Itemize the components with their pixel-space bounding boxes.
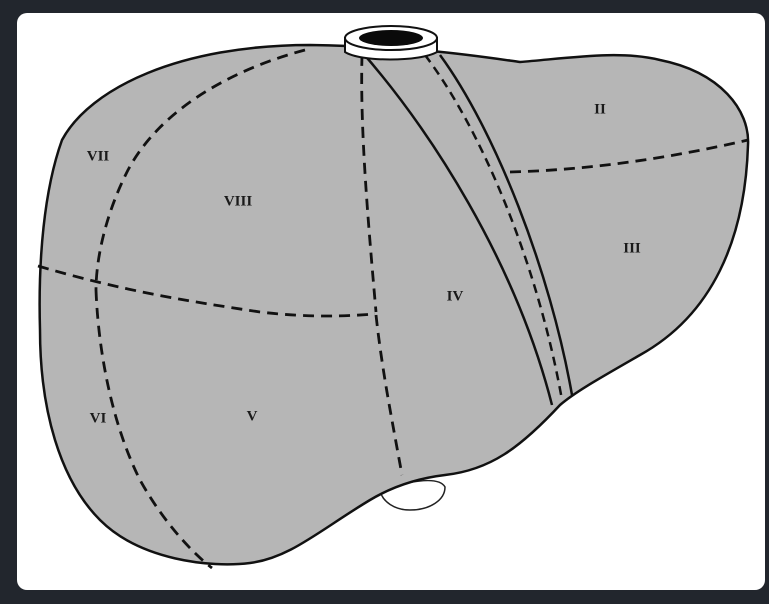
diagram-card: II III IV V VI VII VIII xyxy=(17,13,765,590)
segment-label-v: V xyxy=(247,408,258,424)
segment-label-iv: IV xyxy=(447,288,464,304)
segment-label-iii: III xyxy=(623,240,641,256)
segment-label-vii: VII xyxy=(87,148,110,164)
ivc-lumen xyxy=(359,30,423,46)
ivc-top xyxy=(345,26,437,60)
segment-label-ii: II xyxy=(594,101,606,117)
liver-segment-diagram: II III IV V VI VII VIII xyxy=(17,13,765,590)
liver-outline xyxy=(40,45,748,564)
segment-label-vi: VI xyxy=(90,410,107,426)
segment-label-viii: VIII xyxy=(224,193,253,209)
